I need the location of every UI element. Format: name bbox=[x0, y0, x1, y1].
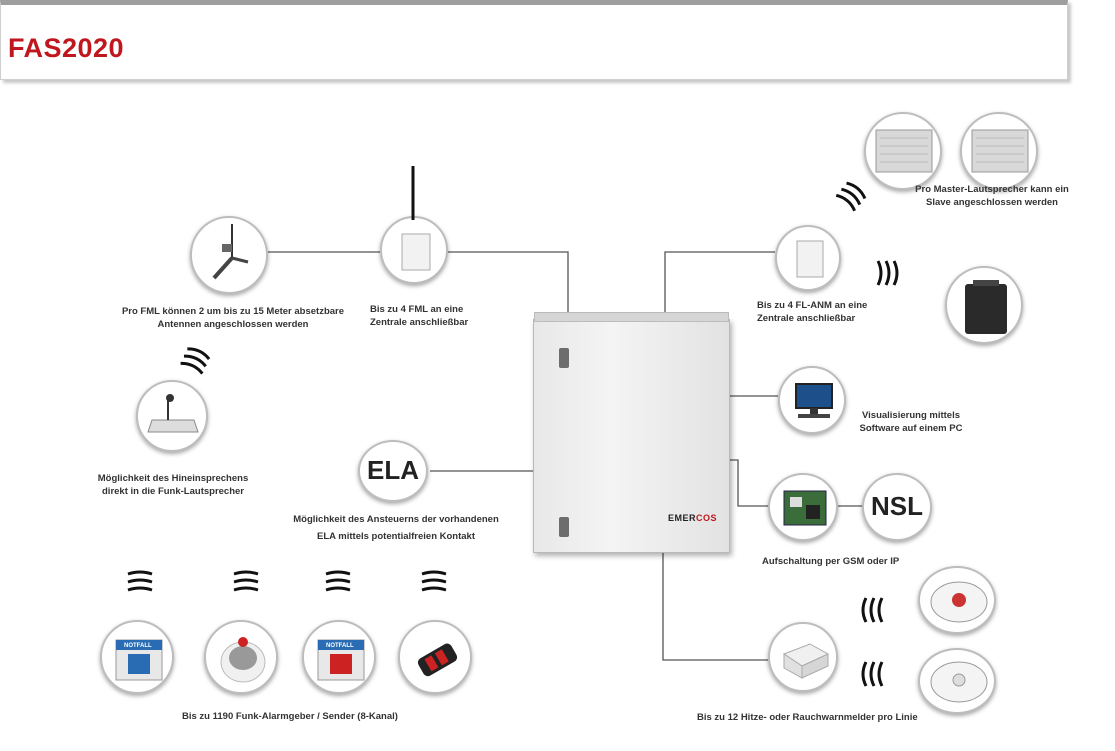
antenna-icon bbox=[212, 224, 249, 280]
computer-icon bbox=[795, 383, 833, 418]
cabinet-hinge bbox=[559, 348, 569, 368]
label-fml-antenna: Pro FML können 2 um bis zu 15 Meter abse… bbox=[121, 306, 345, 330]
radio-waves-icon bbox=[421, 570, 447, 592]
emergency-button-icon bbox=[317, 639, 365, 681]
ceiling-speaker-icon bbox=[875, 129, 933, 173]
heat-detector-icon bbox=[930, 661, 988, 703]
microphone-console-icon bbox=[147, 394, 199, 433]
fml-antenna-icon bbox=[411, 166, 415, 220]
radio-waves-icon bbox=[233, 570, 259, 592]
gsm-module-node bbox=[768, 473, 838, 541]
radio-waves-icon bbox=[180, 347, 211, 375]
nsl-node: NSL bbox=[862, 473, 932, 541]
fml-module-node bbox=[380, 216, 448, 284]
panic-pendant-icon bbox=[220, 637, 266, 683]
antenna-node bbox=[190, 216, 268, 294]
label-ela: Möglichkeit des Ansteuerns der vorhanden… bbox=[293, 514, 499, 542]
radio-module-icon bbox=[796, 240, 824, 278]
radio-waves-icon bbox=[127, 570, 153, 592]
cabinet-top bbox=[534, 312, 729, 322]
sender-button-node: NOTFALL bbox=[100, 620, 174, 694]
ela-node: ELA bbox=[358, 440, 428, 502]
sender-remote-node bbox=[398, 620, 472, 694]
cabinet-hinge bbox=[559, 517, 569, 537]
emergency-button-icon bbox=[115, 639, 163, 681]
radio-waves-icon bbox=[861, 597, 884, 623]
master-speaker-node bbox=[864, 112, 942, 190]
microphone-node bbox=[136, 380, 208, 452]
pc-node bbox=[778, 366, 846, 434]
remote-key-icon bbox=[417, 643, 458, 677]
radio-waves-icon bbox=[325, 570, 351, 592]
junction-box-icon bbox=[782, 643, 830, 679]
sender-pendant-node bbox=[204, 620, 278, 694]
sender-button-node: NOTFALL bbox=[302, 620, 376, 694]
notfall-text: NOTFALL bbox=[326, 643, 354, 649]
smoke-detector-node bbox=[918, 566, 996, 634]
radio-waves-icon bbox=[861, 661, 884, 687]
ceiling-speaker-icon bbox=[971, 129, 1029, 173]
header-bar: FAS2020 bbox=[0, 0, 1068, 80]
heat-detector-node bbox=[918, 648, 996, 714]
radio-waves-icon bbox=[835, 181, 867, 212]
label-detectors: Bis zu 12 Hitze- oder Rauchwarnmelder pr… bbox=[697, 712, 918, 723]
radio-waves-icon bbox=[876, 260, 899, 286]
fl-anm-node bbox=[775, 225, 841, 291]
label-gsm: Aufschaltung per GSM oder IP bbox=[762, 556, 900, 567]
notfall-text: NOTFALL bbox=[124, 643, 152, 649]
junction-box-node bbox=[768, 622, 838, 692]
label-senders: Bis zu 1190 Funk-Alarmgeber / Sender (8-… bbox=[182, 711, 398, 722]
ela-badge-text: ELA bbox=[367, 455, 419, 485]
slave-speaker-node bbox=[960, 112, 1038, 190]
central-cabinet: EMERCOS bbox=[533, 312, 730, 553]
wall-speaker-icon bbox=[965, 280, 1007, 334]
radio-module-icon bbox=[401, 233, 431, 271]
circuit-board-icon bbox=[783, 490, 827, 526]
smoke-detector-icon bbox=[930, 581, 988, 623]
wall-speaker-node bbox=[945, 266, 1023, 344]
nsl-badge-text: NSL bbox=[871, 491, 923, 521]
cabinet-brand: EMERCOS bbox=[668, 513, 718, 523]
page-title: FAS2020 bbox=[8, 33, 125, 63]
